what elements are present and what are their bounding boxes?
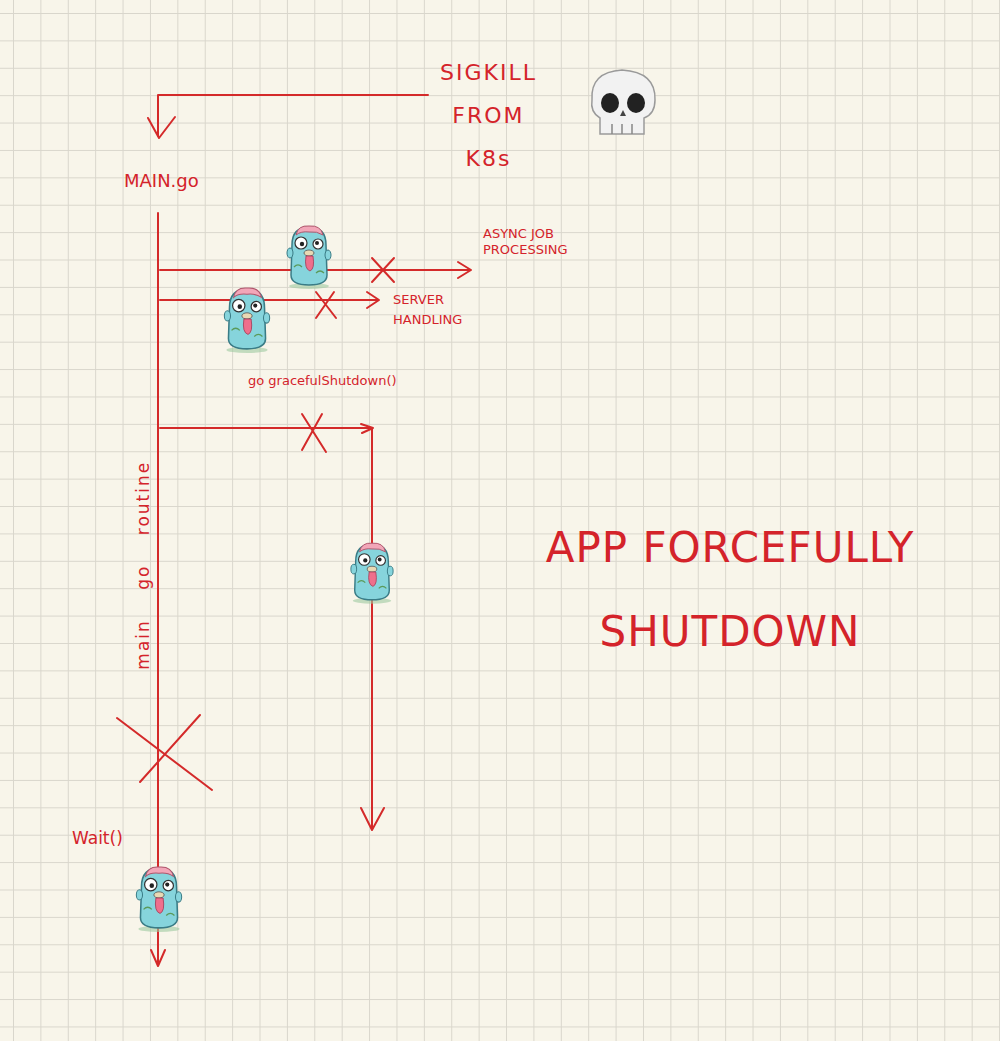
file-label: MAIN.go: [124, 170, 199, 192]
main-line: [157, 213, 159, 965]
cross-mark: [316, 292, 336, 318]
arrow-head: [361, 424, 373, 433]
call-label: Wait(): [72, 828, 123, 848]
arrow-head: [458, 262, 471, 278]
gopher-icon: [351, 543, 393, 604]
process-label: SERVER HANDLING: [393, 290, 462, 329]
signal-label: SIGKILL FROM K8s: [440, 52, 537, 181]
cross-mark: [372, 258, 394, 282]
call-label: go gracefulShutdown(): [248, 373, 397, 389]
arrow-head: [151, 950, 165, 966]
skull-icon: [592, 70, 655, 134]
sigkill-arrow: [158, 95, 428, 136]
process-label: ASYNC JOB PROCESSING: [483, 226, 568, 257]
signal-lines: [117, 95, 471, 966]
arrow-head: [148, 117, 175, 138]
cross-mark: [302, 414, 326, 452]
gopher-icon: [287, 226, 331, 289]
gopher-icon: [136, 867, 181, 932]
big-cross: [117, 715, 212, 790]
routine-label: main go routine: [133, 461, 153, 670]
server-arrow: [160, 299, 378, 301]
gopher-icon: [224, 288, 269, 353]
arrow-head: [361, 808, 384, 830]
status-title: APP FORCEFULLY SHUTDOWN: [515, 506, 945, 674]
arrow-head: [367, 292, 379, 308]
graceful-arrow: [160, 428, 372, 828]
